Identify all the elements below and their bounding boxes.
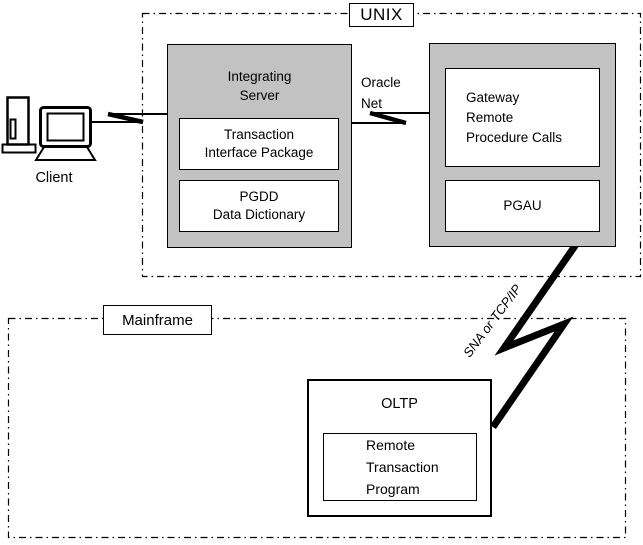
unix-label: UNIX bbox=[360, 5, 403, 24]
oracle-net-break bbox=[369, 110, 407, 126]
client-label: Client bbox=[35, 170, 73, 186]
transaction-interface-package-box: Transaction Interface Package bbox=[179, 118, 339, 170]
client-connection-break bbox=[107, 111, 144, 125]
remote-transaction-program-box: Remote Transaction Program bbox=[323, 433, 477, 501]
gateway-box: Gateway Remote Procedure Calls PGAU bbox=[429, 43, 616, 247]
gateway-rpc-box: Gateway Remote Procedure Calls bbox=[445, 68, 600, 167]
oracle-net-label: Oracle Net bbox=[361, 75, 401, 111]
tower-drive-slot bbox=[9, 118, 17, 140]
keyboard bbox=[34, 146, 97, 161]
monitor-screen bbox=[46, 112, 85, 142]
pgau-box: PGAU bbox=[445, 180, 600, 232]
oracle-net-connection-line bbox=[352, 110, 430, 126]
integrating-server-box: Integrating Server Transaction Interface… bbox=[167, 44, 352, 248]
mainframe-boundary bbox=[7, 317, 627, 539]
oltp-box: OLTP Remote Transaction Program bbox=[307, 379, 492, 517]
sna-connection-bolt bbox=[490, 241, 580, 429]
client-computer-icon bbox=[1, 96, 97, 161]
client-connection-line bbox=[91, 111, 168, 125]
oltp-title: OLTP bbox=[381, 396, 418, 412]
integrating-server-title: Integrating Server bbox=[227, 69, 292, 103]
pgdd-data-dictionary-box: PGDD Data Dictionary bbox=[179, 180, 339, 232]
mainframe-label: Mainframe bbox=[122, 311, 193, 329]
unix-label-box: UNIX bbox=[349, 3, 414, 27]
mainframe-label-box: Mainframe bbox=[103, 305, 212, 335]
